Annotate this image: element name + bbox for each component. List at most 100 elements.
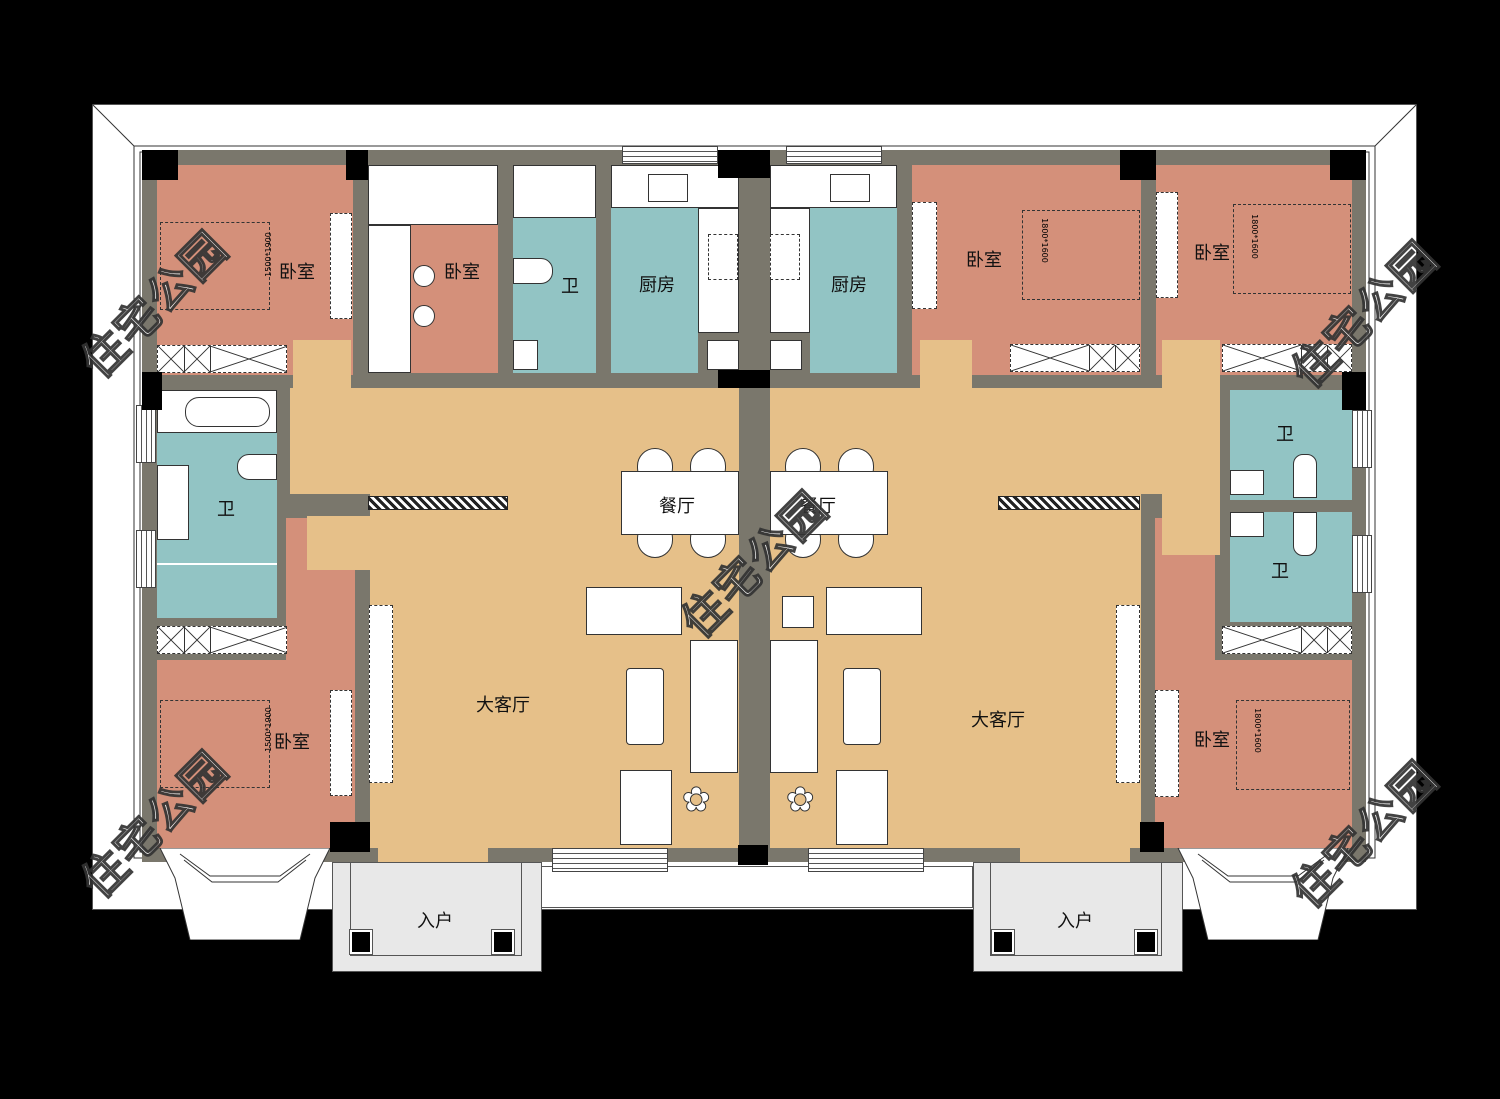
fridge [770, 340, 802, 370]
front-eave [536, 866, 973, 908]
closet-area [368, 165, 498, 225]
tv-cabinet [330, 213, 352, 319]
living-room-right [770, 494, 1141, 848]
door-alcove [1162, 340, 1220, 555]
column [330, 822, 370, 852]
door-alcove [307, 516, 370, 570]
bed-outline [160, 222, 270, 310]
wardrobe [1010, 344, 1140, 372]
room-label-entry: 入户 [1057, 911, 1093, 932]
fridge [707, 340, 739, 370]
bed-outline [1233, 204, 1351, 294]
hatched-partition [998, 496, 1140, 510]
stove-icon [770, 234, 800, 280]
tv-cabinet [1155, 690, 1179, 797]
tv-wall-cabinet [1116, 605, 1140, 783]
pillar [349, 929, 373, 955]
column [1140, 822, 1164, 852]
tv-cabinet [330, 690, 352, 796]
entry-porch-inner [990, 862, 1162, 956]
loveseat [826, 587, 922, 635]
tv-cabinet [1156, 192, 1178, 298]
kitchen-right [810, 208, 897, 373]
window-living-left [552, 848, 668, 872]
bedroom-bottom-left [157, 660, 355, 848]
sink-double [830, 174, 870, 202]
room-label-living: 大客厅 [971, 710, 1025, 731]
sink-icon [513, 340, 538, 370]
window-bath-left [136, 405, 156, 463]
room-label-bedroom: 卧室 [444, 262, 480, 283]
coffee-table [843, 668, 881, 745]
door-alcove [293, 340, 351, 388]
wardrobe [1222, 344, 1352, 372]
pillar [491, 929, 515, 955]
room-label-bathroom: 卫 [1276, 424, 1294, 445]
sofa-three-seat [690, 640, 738, 773]
plant-icon: ✿ [786, 780, 815, 821]
stool-icon [413, 305, 435, 327]
column [1330, 150, 1366, 180]
toilet-icon [1293, 454, 1317, 498]
room-label-living: 大客厅 [476, 695, 530, 716]
desk [368, 225, 411, 373]
tv-cabinet [912, 202, 937, 309]
coffee-table [626, 668, 664, 745]
room-label-bedroom: 卧室 [966, 250, 1002, 271]
room-label-bedroom: 卧室 [274, 732, 310, 753]
party-wall-column [738, 845, 768, 865]
sink-icon [1230, 470, 1264, 495]
column [142, 372, 162, 410]
column [1120, 150, 1156, 180]
shower-divider [157, 563, 277, 565]
room-label-bedroom: 卧室 [1194, 243, 1230, 264]
entry-vestibule [378, 808, 488, 862]
room-label-bathroom: 卫 [1271, 561, 1289, 582]
toilet-icon [1293, 512, 1317, 556]
bedroom-top-mid [411, 225, 498, 373]
window-bath-right [1352, 535, 1372, 593]
kitchen-left [611, 208, 698, 373]
column [1342, 372, 1366, 410]
living-room-left [370, 494, 739, 848]
bed-size-label: 1800*1600 [1039, 218, 1049, 263]
bed-outline [1022, 210, 1140, 300]
bed-size-label: 1500*1900 [263, 232, 273, 277]
sofa-three-seat [770, 640, 818, 773]
toilet-icon [237, 454, 277, 480]
loveseat [586, 587, 682, 635]
shower-area [513, 165, 596, 218]
stool-icon [413, 265, 435, 287]
bed-outline [1236, 700, 1350, 790]
window-kitchen-left [622, 146, 718, 164]
pillar [1134, 929, 1158, 955]
door-alcove [920, 340, 972, 388]
room-label-kitchen: 厨房 [831, 275, 867, 296]
dining-table [770, 471, 888, 535]
bay-window-right [1177, 848, 1349, 940]
pillar [991, 929, 1015, 955]
room-label-kitchen: 厨房 [639, 275, 675, 296]
tv-wall-cabinet [369, 605, 393, 783]
bed-outline [160, 700, 270, 788]
party-wall-column [718, 370, 770, 388]
room-label-entry: 入户 [417, 911, 453, 932]
room-label-dining: 餐厅 [659, 496, 695, 517]
room-label-bathroom: 卫 [217, 499, 235, 520]
plant-icon: ✿ [682, 780, 711, 821]
party-wall-column [718, 150, 770, 178]
bed-size-label: 1800*1600 [1252, 708, 1262, 753]
sink-double [648, 174, 688, 202]
room-label-bedroom: 卧室 [1194, 730, 1230, 751]
wardrobe [157, 626, 287, 654]
bay-window-left [159, 848, 331, 940]
window-bath-right [1352, 410, 1372, 468]
stove-icon [708, 234, 738, 280]
wardrobe [157, 345, 287, 373]
bottom-void [545, 910, 975, 1099]
armchair [836, 770, 888, 845]
vanity [157, 465, 189, 540]
bathtub-icon [185, 397, 270, 427]
hatched-partition [368, 496, 508, 510]
side-table-lamp [782, 596, 814, 628]
